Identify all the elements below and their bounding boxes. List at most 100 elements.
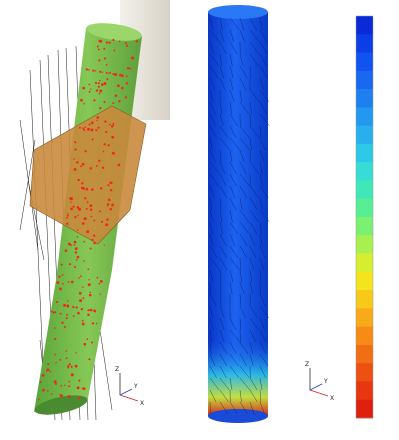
sample-point (97, 85, 100, 88)
mesh-edge (259, 209, 270, 223)
sample-point (124, 41, 127, 45)
sample-point (131, 56, 134, 60)
sample-point (81, 322, 85, 326)
sample-point (84, 197, 87, 200)
mesh-edge (219, 197, 222, 211)
mesh-edge (259, 305, 270, 319)
sample-point (102, 150, 105, 153)
sample-point (114, 94, 118, 97)
mesh-edge (239, 17, 244, 31)
mesh-edge (209, 233, 213, 247)
mesh-edge (249, 341, 254, 355)
mesh-edge (209, 329, 212, 343)
mesh-edge (229, 281, 233, 295)
mesh-edge (229, 209, 233, 223)
sample-point (90, 88, 92, 90)
mesh-edge (209, 365, 217, 379)
red-sample-points (38, 38, 138, 401)
mesh-edge (229, 41, 238, 55)
mesh-edge (249, 377, 258, 391)
mesh-edge (209, 77, 216, 91)
mesh-edge (229, 377, 233, 391)
mesh-edge (219, 293, 222, 307)
sample-point (105, 131, 108, 134)
sample-point (75, 306, 78, 309)
axis-triad-left: Z X Y (115, 366, 144, 407)
sample-point (91, 121, 94, 124)
sample-point (65, 317, 68, 320)
legend-swatch (356, 16, 373, 35)
sample-point (70, 373, 74, 377)
axis-label-z: Z (305, 361, 309, 368)
sample-point (97, 82, 100, 85)
mesh-edge (219, 149, 221, 163)
sample-point (90, 128, 94, 132)
sample-point (51, 310, 53, 313)
mesh-edge (229, 233, 236, 247)
sample-point (83, 342, 87, 346)
mesh-edge (229, 53, 233, 67)
sample-point (106, 78, 109, 81)
sample-point (105, 63, 108, 66)
sample-point (93, 99, 96, 102)
axis-label-z: Z (115, 366, 119, 373)
mesh-edge (219, 29, 225, 43)
sample-point (76, 206, 80, 209)
mesh-edge (249, 173, 251, 187)
sample-point (117, 163, 121, 167)
mesh-edge (209, 245, 218, 259)
legend-swatch (356, 125, 373, 145)
sample-point (98, 92, 101, 95)
sample-point (49, 370, 52, 373)
mesh-edge (239, 389, 242, 403)
sample-point (61, 321, 64, 325)
stress-cylinder (208, 5, 268, 423)
sample-point (108, 72, 110, 75)
sample-point (92, 69, 95, 72)
sample-point (91, 341, 94, 344)
sample-point (82, 286, 84, 288)
mesh-edge (209, 221, 213, 235)
sample-point (66, 304, 70, 308)
sample-point (61, 274, 64, 276)
mesh-edge (219, 365, 227, 379)
legend-swatch (356, 89, 373, 108)
sample-point (110, 189, 113, 192)
mesh-edge (219, 185, 228, 199)
mesh-edge (219, 161, 226, 175)
mesh-edge (229, 269, 234, 283)
mesh-edge (259, 113, 270, 127)
sample-point (89, 291, 92, 294)
mesh-edge (229, 161, 237, 175)
mesh-edge (219, 389, 229, 403)
mesh-edge (249, 17, 257, 31)
sample-point (53, 380, 57, 384)
sample-point (79, 275, 82, 278)
sample-point (89, 208, 93, 211)
sample-point (86, 338, 89, 340)
sample-point (107, 184, 110, 187)
sample-point (72, 205, 75, 208)
mesh-edge (249, 137, 252, 151)
sample-point (99, 280, 103, 283)
sample-point (60, 263, 63, 266)
sample-point (68, 263, 71, 266)
axis-triad-right: Z X Y (305, 361, 334, 402)
mesh-edge (219, 53, 222, 67)
mesh-edge (239, 257, 241, 271)
sample-point (110, 181, 113, 185)
mesh-edge (209, 401, 211, 415)
sample-point (93, 241, 96, 245)
sample-point (67, 366, 70, 369)
mesh-edge (209, 173, 219, 187)
sample-point (77, 396, 81, 400)
mesh-edge (239, 353, 247, 367)
sample-point (109, 123, 111, 126)
sample-point (56, 301, 59, 304)
sample-point (65, 357, 68, 360)
mesh-edge (239, 209, 249, 223)
mesh-edge (259, 29, 268, 43)
sample-point (70, 280, 74, 284)
mesh-edge (209, 281, 211, 295)
mesh-edge (209, 113, 216, 127)
